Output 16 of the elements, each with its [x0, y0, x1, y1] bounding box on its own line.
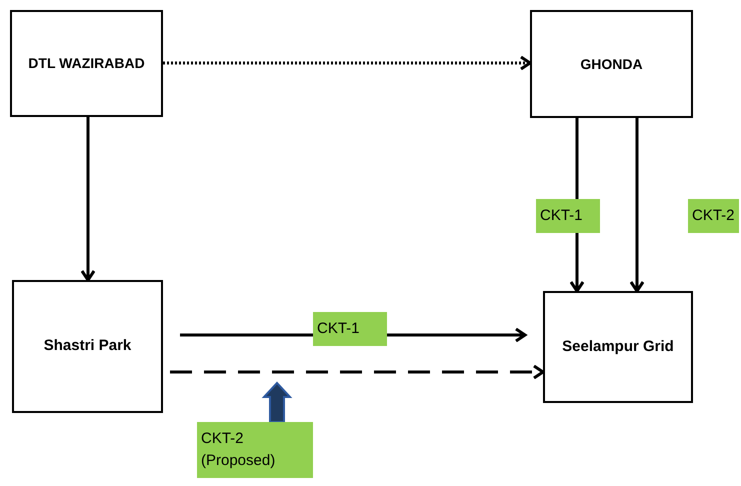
arrow: [80, 117, 96, 282]
station-name: Shastri Park: [44, 336, 132, 356]
edge-label: CKT-2 (Proposed): [197, 422, 313, 478]
station-box: [543, 291, 693, 403]
station-name: Seelampur Grid: [562, 336, 674, 357]
station-box: [10, 10, 163, 117]
edge-label: CKT-1: [536, 199, 600, 233]
edge-label: CKT-1: [313, 312, 387, 346]
station-name: GHONDA: [580, 54, 643, 74]
arrow: [170, 364, 544, 380]
station-box: [12, 280, 163, 413]
arrow: [630, 118, 644, 292]
edge-label: CKT-2: [688, 199, 739, 233]
station-box: [530, 10, 693, 118]
station-name: DTL WAZIRABAD: [28, 54, 145, 73]
arrow: [163, 56, 532, 70]
